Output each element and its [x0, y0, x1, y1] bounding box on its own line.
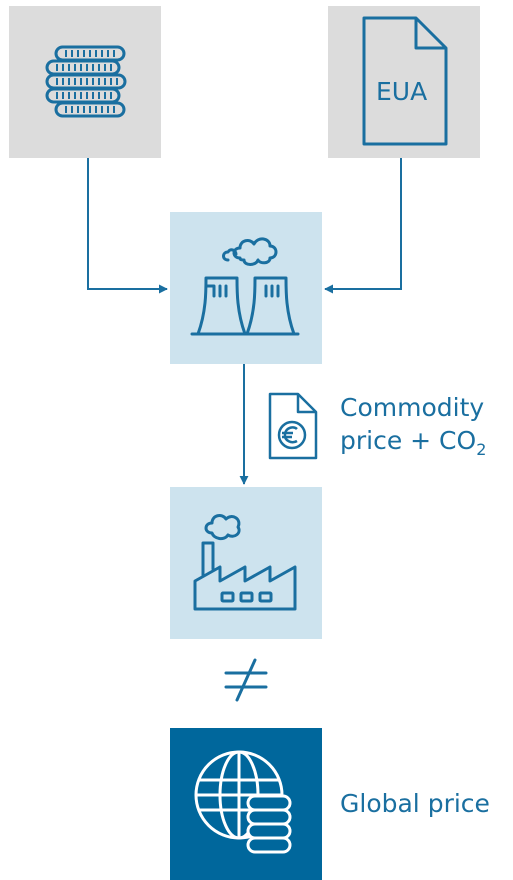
- co2-subscript: 2: [476, 440, 487, 459]
- money-node: [9, 6, 161, 158]
- factory-icon: [193, 514, 297, 611]
- global-price-node: [170, 728, 322, 880]
- commodity-label-line2-text: price + CO: [340, 426, 477, 455]
- factory-node: [170, 487, 322, 639]
- power-plant-icon: [190, 237, 300, 336]
- globe-coins-icon: [194, 750, 292, 854]
- document-icon: [362, 16, 448, 146]
- eua-node: [328, 6, 480, 158]
- commodity-price-label: Commodity price + CO2: [340, 391, 487, 459]
- coins-stack-icon: [45, 45, 127, 118]
- eua-label: EUA: [376, 77, 428, 106]
- euro-document-icon: [268, 392, 318, 460]
- commodity-label-line2: price + CO2: [340, 424, 487, 459]
- power-plant-node: [170, 212, 322, 364]
- arrow-money-to-plant: [87, 158, 168, 294]
- commodity-label-line1: Commodity: [340, 393, 485, 422]
- global-price-label: Global price: [340, 789, 490, 818]
- not-equal-icon: [224, 658, 268, 702]
- arrow-eua-to-plant: [324, 158, 402, 294]
